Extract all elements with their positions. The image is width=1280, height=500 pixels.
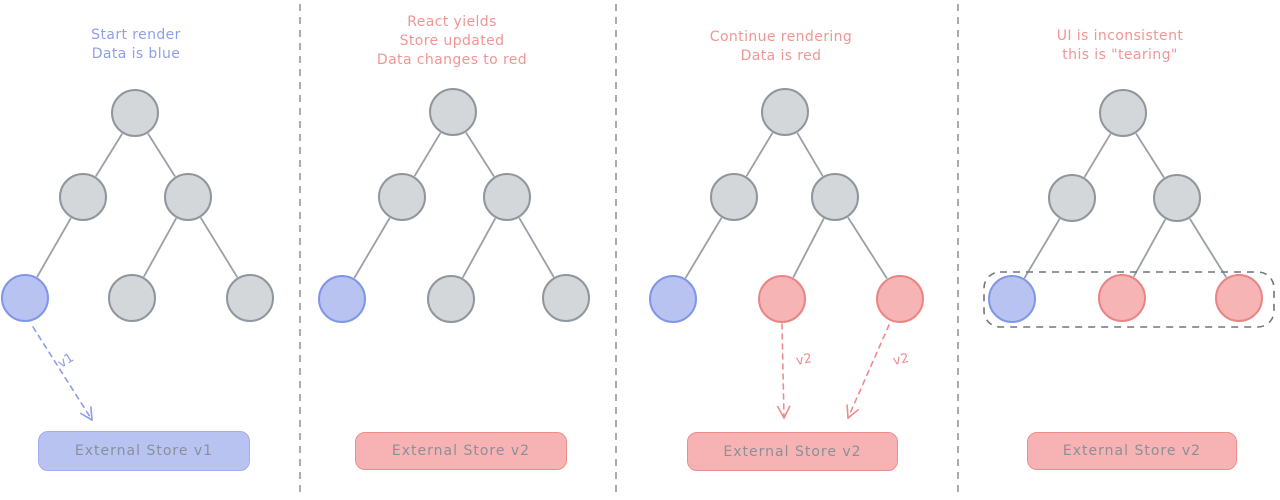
tree-node-red — [1098, 274, 1146, 322]
tree-node-red — [758, 275, 806, 323]
tree-node-gray — [164, 173, 212, 221]
tree-edge — [1189, 218, 1227, 278]
tree-edge — [95, 133, 123, 177]
tree-node-gray — [483, 173, 531, 221]
store-arrowhead — [90, 406, 93, 421]
tree-edge — [792, 218, 825, 278]
tree-node-gray — [1099, 89, 1147, 137]
tree-node-gray — [542, 274, 590, 322]
tree-node-gray — [1048, 174, 1096, 222]
tree-edge — [684, 217, 723, 279]
tree-node-gray — [761, 88, 809, 136]
tree-node-gray — [811, 173, 859, 221]
tree-edge — [1083, 133, 1112, 178]
tree-edge — [847, 217, 888, 279]
tree-edge — [518, 217, 555, 278]
tree-edge — [143, 217, 177, 278]
tree-node-gray — [108, 274, 156, 322]
store-arrowhead — [846, 404, 849, 419]
tree-edge — [1023, 218, 1061, 279]
store-arrow — [781, 323, 785, 419]
store-arrowhead — [776, 405, 785, 419]
tree-edge — [1135, 133, 1165, 178]
tree-edge — [353, 217, 391, 279]
store-arrow — [847, 324, 890, 419]
tree-node-gray — [226, 274, 274, 322]
tree-node-gray — [429, 88, 477, 136]
tree-node-blue — [1, 274, 49, 322]
tree-node-gray — [1153, 174, 1201, 222]
tree-edge — [465, 132, 495, 177]
tree-node-gray — [111, 89, 159, 137]
tree-edge — [462, 218, 496, 278]
tree-node-blue — [318, 275, 366, 323]
tree-node-gray — [59, 173, 107, 221]
tree-edge — [1133, 219, 1166, 277]
store-arrow — [32, 326, 93, 421]
tearing-highlight-box — [983, 271, 1275, 328]
store-arrowhead — [79, 412, 93, 421]
tree-node-gray — [710, 173, 758, 221]
tree-node-red — [876, 275, 924, 323]
tree-node-gray — [378, 173, 426, 221]
store-arrowhead — [783, 405, 791, 419]
tree-node-blue — [649, 275, 697, 323]
tree-edge — [796, 132, 824, 177]
tree-edge — [36, 217, 72, 278]
tree-edge — [147, 133, 176, 177]
store-arrowhead — [847, 409, 859, 419]
tree-node-gray — [427, 275, 475, 323]
tree-edge — [745, 132, 774, 177]
tree-edge — [200, 217, 238, 278]
tree-edge — [413, 132, 442, 177]
tree-node-red — [1215, 274, 1263, 322]
tree-node-blue — [988, 275, 1036, 323]
